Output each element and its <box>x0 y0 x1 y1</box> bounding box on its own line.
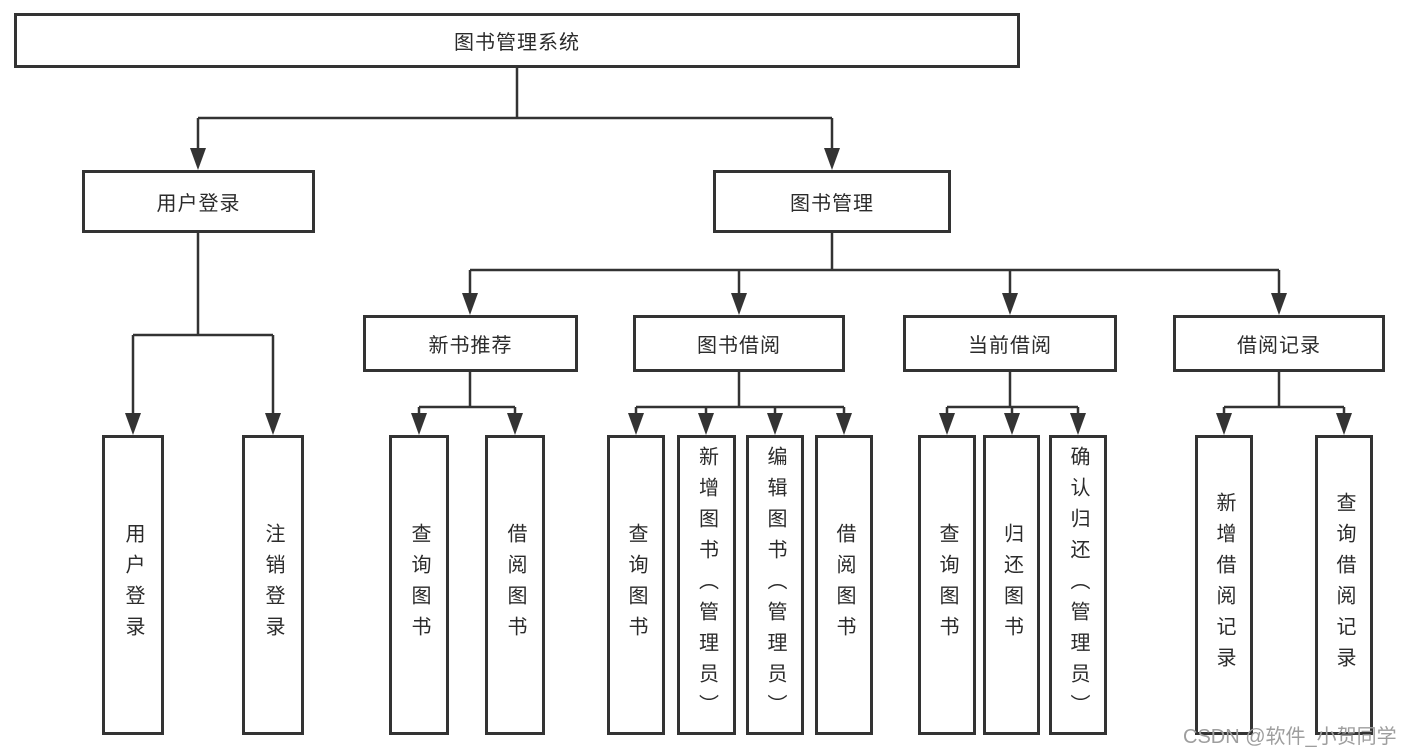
leaf-query-books-borrow: 查询图书 <box>607 435 665 735</box>
arrow-icon <box>1271 293 1287 315</box>
arrow-icon <box>125 413 141 435</box>
edge-currentborrow-to-leaves <box>945 372 1080 415</box>
node-book-management-label: 图书管理 <box>790 193 874 215</box>
leaf-user-login-label: 用户登录 <box>122 523 144 647</box>
edge-borrowrecords-to-leaves <box>1222 372 1346 415</box>
leaf-confirm-return-admin-label: 确认归还（管理员） <box>1067 445 1089 725</box>
leaf-add-book-admin: 新增图书（管理员） <box>677 435 736 735</box>
leaf-return-book: 归还图书 <box>983 435 1040 735</box>
leaf-borrow-books: 借阅图书 <box>815 435 873 735</box>
leaf-query-books-current-label: 查询图书 <box>936 523 958 647</box>
leaf-edit-book-admin: 编辑图书（管理员） <box>746 435 804 735</box>
arrow-icon <box>462 293 478 315</box>
leaf-add-borrow-record: 新增借阅记录 <box>1195 435 1253 735</box>
leaf-confirm-return-admin: 确认归还（管理员） <box>1049 435 1107 735</box>
node-borrow-records: 借阅记录 <box>1173 315 1385 372</box>
node-new-book-recommend: 新书推荐 <box>363 315 578 372</box>
node-new-book-recommend-label: 新书推荐 <box>428 335 513 357</box>
arrow-icon <box>411 413 427 435</box>
arrow-icon <box>767 413 783 435</box>
leaf-edit-book-admin-label: 编辑图书（管理员） <box>764 445 786 725</box>
arrowheads <box>125 148 1352 435</box>
arrow-icon <box>628 413 644 435</box>
arrow-icon <box>1216 413 1232 435</box>
arrow-icon <box>836 413 852 435</box>
arrow-icon <box>731 293 747 315</box>
arrow-icon <box>939 413 955 435</box>
edge-bookmgmt-to-level3 <box>468 233 1281 295</box>
arrow-icon <box>265 413 281 435</box>
csdn-watermark: CSDN @软件_小贺同学 <box>1183 726 1397 747</box>
arrow-icon <box>1004 413 1020 435</box>
arrow-icon <box>698 413 714 435</box>
edge-bookborrow-to-leaves <box>634 372 846 415</box>
leaf-query-books-current: 查询图书 <box>918 435 976 735</box>
node-root: 图书管理系统 <box>14 13 1020 68</box>
node-user-login: 用户登录 <box>82 170 315 233</box>
leaf-query-books-recommend: 查询图书 <box>389 435 449 735</box>
leaf-query-books-borrow-label: 查询图书 <box>625 523 647 647</box>
leaf-add-book-admin-label: 新增图书（管理员） <box>695 445 718 725</box>
leaf-logout: 注销登录 <box>242 435 304 735</box>
arrow-icon <box>824 148 840 170</box>
edge-newbook-to-leaves <box>417 372 517 415</box>
node-current-borrow-label: 当前借阅 <box>968 335 1052 357</box>
node-current-borrow: 当前借阅 <box>903 315 1117 372</box>
leaf-borrow-books-label: 借阅图书 <box>833 523 855 647</box>
arrow-icon <box>1070 413 1086 435</box>
node-book-management: 图书管理 <box>713 170 951 233</box>
edge-root-to-level2 <box>196 68 834 150</box>
arrow-icon <box>190 148 206 170</box>
node-borrow-records-label: 借阅记录 <box>1237 335 1321 357</box>
leaf-query-borrow-record: 查询借阅记录 <box>1315 435 1373 735</box>
arrow-icon <box>1336 413 1352 435</box>
leaf-user-login: 用户登录 <box>102 435 164 735</box>
leaf-logout-label: 注销登录 <box>262 523 284 647</box>
leaf-borrow-books-recommend-label: 借阅图书 <box>504 523 526 647</box>
leaf-query-books-recommend-label: 查询图书 <box>408 523 430 647</box>
leaf-borrow-books-recommend: 借阅图书 <box>485 435 545 735</box>
leaf-query-borrow-record-label: 查询借阅记录 <box>1333 492 1355 678</box>
arrow-icon <box>1002 293 1018 315</box>
edge-userlogin-to-leaves <box>131 233 275 415</box>
leaf-add-borrow-record-label: 新增借阅记录 <box>1213 492 1235 678</box>
node-book-borrow: 图书借阅 <box>633 315 845 372</box>
arrow-icon <box>507 413 523 435</box>
tree-edges <box>131 68 1346 415</box>
node-book-borrow-label: 图书借阅 <box>697 335 781 357</box>
node-root-label: 图书管理系统 <box>454 32 580 54</box>
node-user-login-label: 用户登录 <box>156 193 241 215</box>
leaf-return-book-label: 归还图书 <box>1000 523 1023 647</box>
